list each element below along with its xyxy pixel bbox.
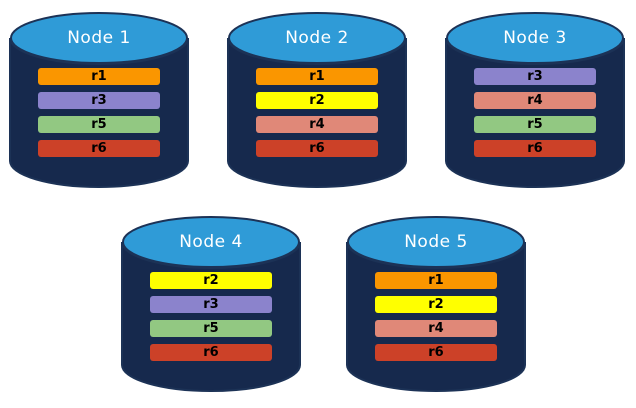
replica-label: r1	[428, 273, 444, 288]
replica-bar[interactable]: r3	[474, 68, 596, 85]
replica-label: r2	[203, 273, 219, 288]
replica-label: r1	[309, 69, 325, 84]
replica-bar[interactable]: r2	[256, 92, 378, 109]
replica-label: r5	[527, 117, 543, 132]
replica-bar[interactable]: r3	[38, 92, 160, 109]
replica-label: r3	[91, 93, 107, 108]
replica-label: r6	[203, 345, 219, 360]
replica-row-list: r1 r2 r4 r6	[347, 272, 525, 361]
replica-bar[interactable]: r5	[474, 116, 596, 133]
replica-bar[interactable]: r4	[256, 116, 378, 133]
replica-label: r5	[91, 117, 107, 132]
replica-bar[interactable]: r6	[150, 344, 272, 361]
replica-row-list: r1 r2 r4 r6	[228, 68, 406, 157]
replica-label: r6	[91, 141, 107, 156]
replica-bar[interactable]: r1	[256, 68, 378, 85]
replica-bar[interactable]: r2	[150, 272, 272, 289]
replica-bar[interactable]: r2	[375, 296, 497, 313]
replica-label: r5	[203, 321, 219, 336]
replica-label: r4	[428, 321, 444, 336]
replica-label: r6	[428, 345, 444, 360]
replica-bar[interactable]: r6	[256, 140, 378, 157]
replica-bar[interactable]: r5	[38, 116, 160, 133]
replica-label: r3	[203, 297, 219, 312]
cylinder-top-ellipse	[122, 216, 300, 268]
replica-label: r3	[527, 69, 543, 84]
replica-bar[interactable]: r5	[150, 320, 272, 337]
cylinder-top-ellipse	[228, 12, 406, 64]
replica-label: r1	[91, 69, 107, 84]
replica-row-list: r2 r3 r5 r6	[122, 272, 300, 361]
replica-bar[interactable]: r6	[375, 344, 497, 361]
cylinder-top-ellipse	[10, 12, 188, 64]
replica-bar[interactable]: r3	[150, 296, 272, 313]
replica-bar[interactable]: r4	[375, 320, 497, 337]
replica-bar[interactable]: r4	[474, 92, 596, 109]
replica-label: r4	[527, 93, 543, 108]
replica-label: r2	[428, 297, 444, 312]
replica-label: r6	[527, 141, 543, 156]
replica-label: r4	[309, 117, 325, 132]
replica-label: r2	[309, 93, 325, 108]
cylinder-top-ellipse	[347, 216, 525, 268]
replica-row-list: r3 r4 r5 r6	[446, 68, 624, 157]
cylinder-top-ellipse	[446, 12, 624, 64]
replica-bar[interactable]: r6	[38, 140, 160, 157]
replica-label: r6	[309, 141, 325, 156]
replica-bar[interactable]: r6	[474, 140, 596, 157]
replica-bar[interactable]: r1	[38, 68, 160, 85]
replica-row-list: r1 r3 r5 r6	[10, 68, 188, 157]
replica-bar[interactable]: r1	[375, 272, 497, 289]
